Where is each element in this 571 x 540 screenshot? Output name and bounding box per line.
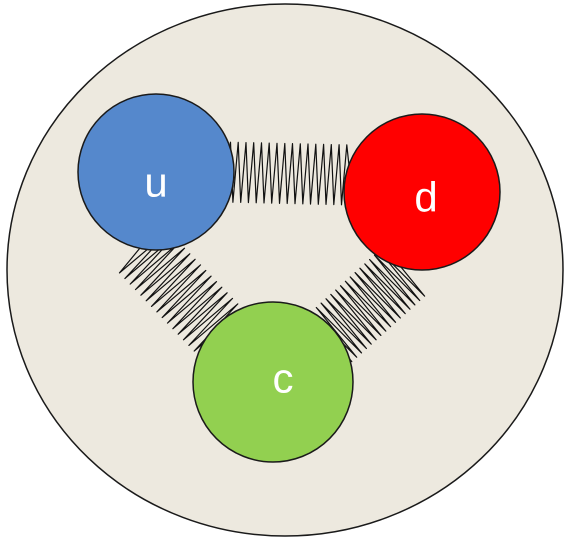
charm-quark-circle bbox=[192, 301, 354, 463]
up-quark-label: u bbox=[144, 159, 167, 206]
up-quark-circle bbox=[77, 93, 235, 251]
charm-quark-label: c bbox=[273, 355, 294, 402]
quark-up: u bbox=[77, 93, 235, 251]
down-quark-label: d bbox=[414, 174, 437, 221]
down-quark-circle bbox=[343, 113, 501, 271]
gluon-springs bbox=[118, 141, 426, 363]
quark-down: d bbox=[343, 113, 501, 271]
gluon-spring-d-c bbox=[310, 245, 426, 363]
quark-charm: c bbox=[192, 301, 354, 463]
gluon-spring-u-c bbox=[118, 230, 250, 358]
gluon-spring-u-d bbox=[221, 141, 351, 206]
